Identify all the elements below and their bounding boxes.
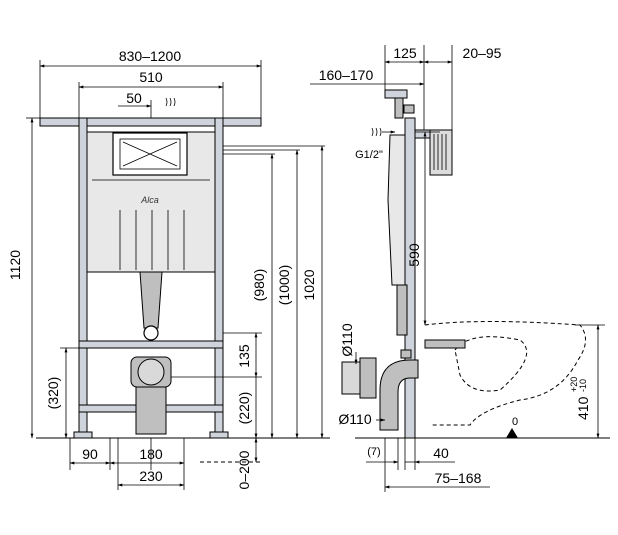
- dim-side-20-95: 20–95: [463, 45, 502, 61]
- side-frame-post: [404, 117, 416, 439]
- flush-outlet: [143, 325, 159, 341]
- dim-bottom-90: 90: [82, 446, 98, 462]
- right-foot: [209, 431, 229, 439]
- dim-width-range: 830–1200: [119, 48, 182, 64]
- side-cistern: [387, 134, 406, 286]
- drain-pipe: [135, 386, 167, 435]
- zero-mark-label: 0: [512, 416, 518, 428]
- dim-depth-range: 0–200: [236, 450, 252, 489]
- side-view: 0 125 20–95 160–170 G1/2" 590 Ø110 Ø110 …: [310, 45, 610, 492]
- side-inlet-bracket: [384, 89, 408, 99]
- water-inlet-icon: [165, 97, 176, 107]
- dim-side-125: 125: [393, 45, 417, 61]
- dim-height-320: (320): [45, 377, 61, 410]
- tolerance-plus: +20: [569, 377, 579, 392]
- flush-plate-side: [429, 129, 453, 176]
- side-drain-elbow: [379, 359, 419, 431]
- brand-logo: Alca: [140, 195, 159, 205]
- dim-height-135: 135: [236, 344, 252, 368]
- dim-seat-height: 410: [575, 396, 591, 420]
- top-bracket-bar: [39, 117, 262, 127]
- front-view: Alca 830–1200 510 50 1120 (320): [7, 48, 330, 490]
- dim-height-980: (980): [251, 269, 267, 302]
- dim-inner-width: 510: [139, 69, 163, 85]
- dim-height-1020: 1020: [301, 269, 317, 300]
- toilet-connector: [424, 339, 466, 349]
- right-frame-post: [214, 117, 224, 437]
- side-flush-pipe: [396, 284, 408, 336]
- dim-bottom-230: 230: [139, 468, 163, 484]
- left-foot: [73, 431, 93, 439]
- dim-height-total: 1120: [7, 250, 23, 280]
- dim-side-7: (7): [367, 446, 380, 458]
- dim-side-160-170: 160–170: [319, 67, 374, 83]
- tolerance-minus: -10: [578, 379, 588, 392]
- dim-height-1000: (1000): [276, 265, 292, 305]
- dim-bottom-180: 180: [139, 446, 163, 462]
- pipe-diameter-top: Ø110: [339, 323, 355, 356]
- tank-ribs: [119, 210, 185, 270]
- dim-offset: 50: [126, 90, 142, 106]
- water-inlet-side-icon: [371, 127, 382, 137]
- dim-side-75-168: 75–168: [435, 470, 482, 486]
- dim-height-220: (220): [236, 392, 252, 425]
- pipe-diameter-bottom: Ø110: [338, 411, 371, 427]
- connection-label: G1/2": [355, 149, 383, 161]
- zero-mark-icon: [506, 428, 518, 438]
- toilet-bowl-outline: [424, 321, 586, 426]
- dim-side-590: 590: [406, 243, 422, 267]
- left-frame-post: [78, 117, 88, 437]
- middle-cross-bar: [78, 340, 224, 349]
- flush-pipe: [139, 271, 163, 329]
- dim-side-40: 40: [433, 445, 449, 461]
